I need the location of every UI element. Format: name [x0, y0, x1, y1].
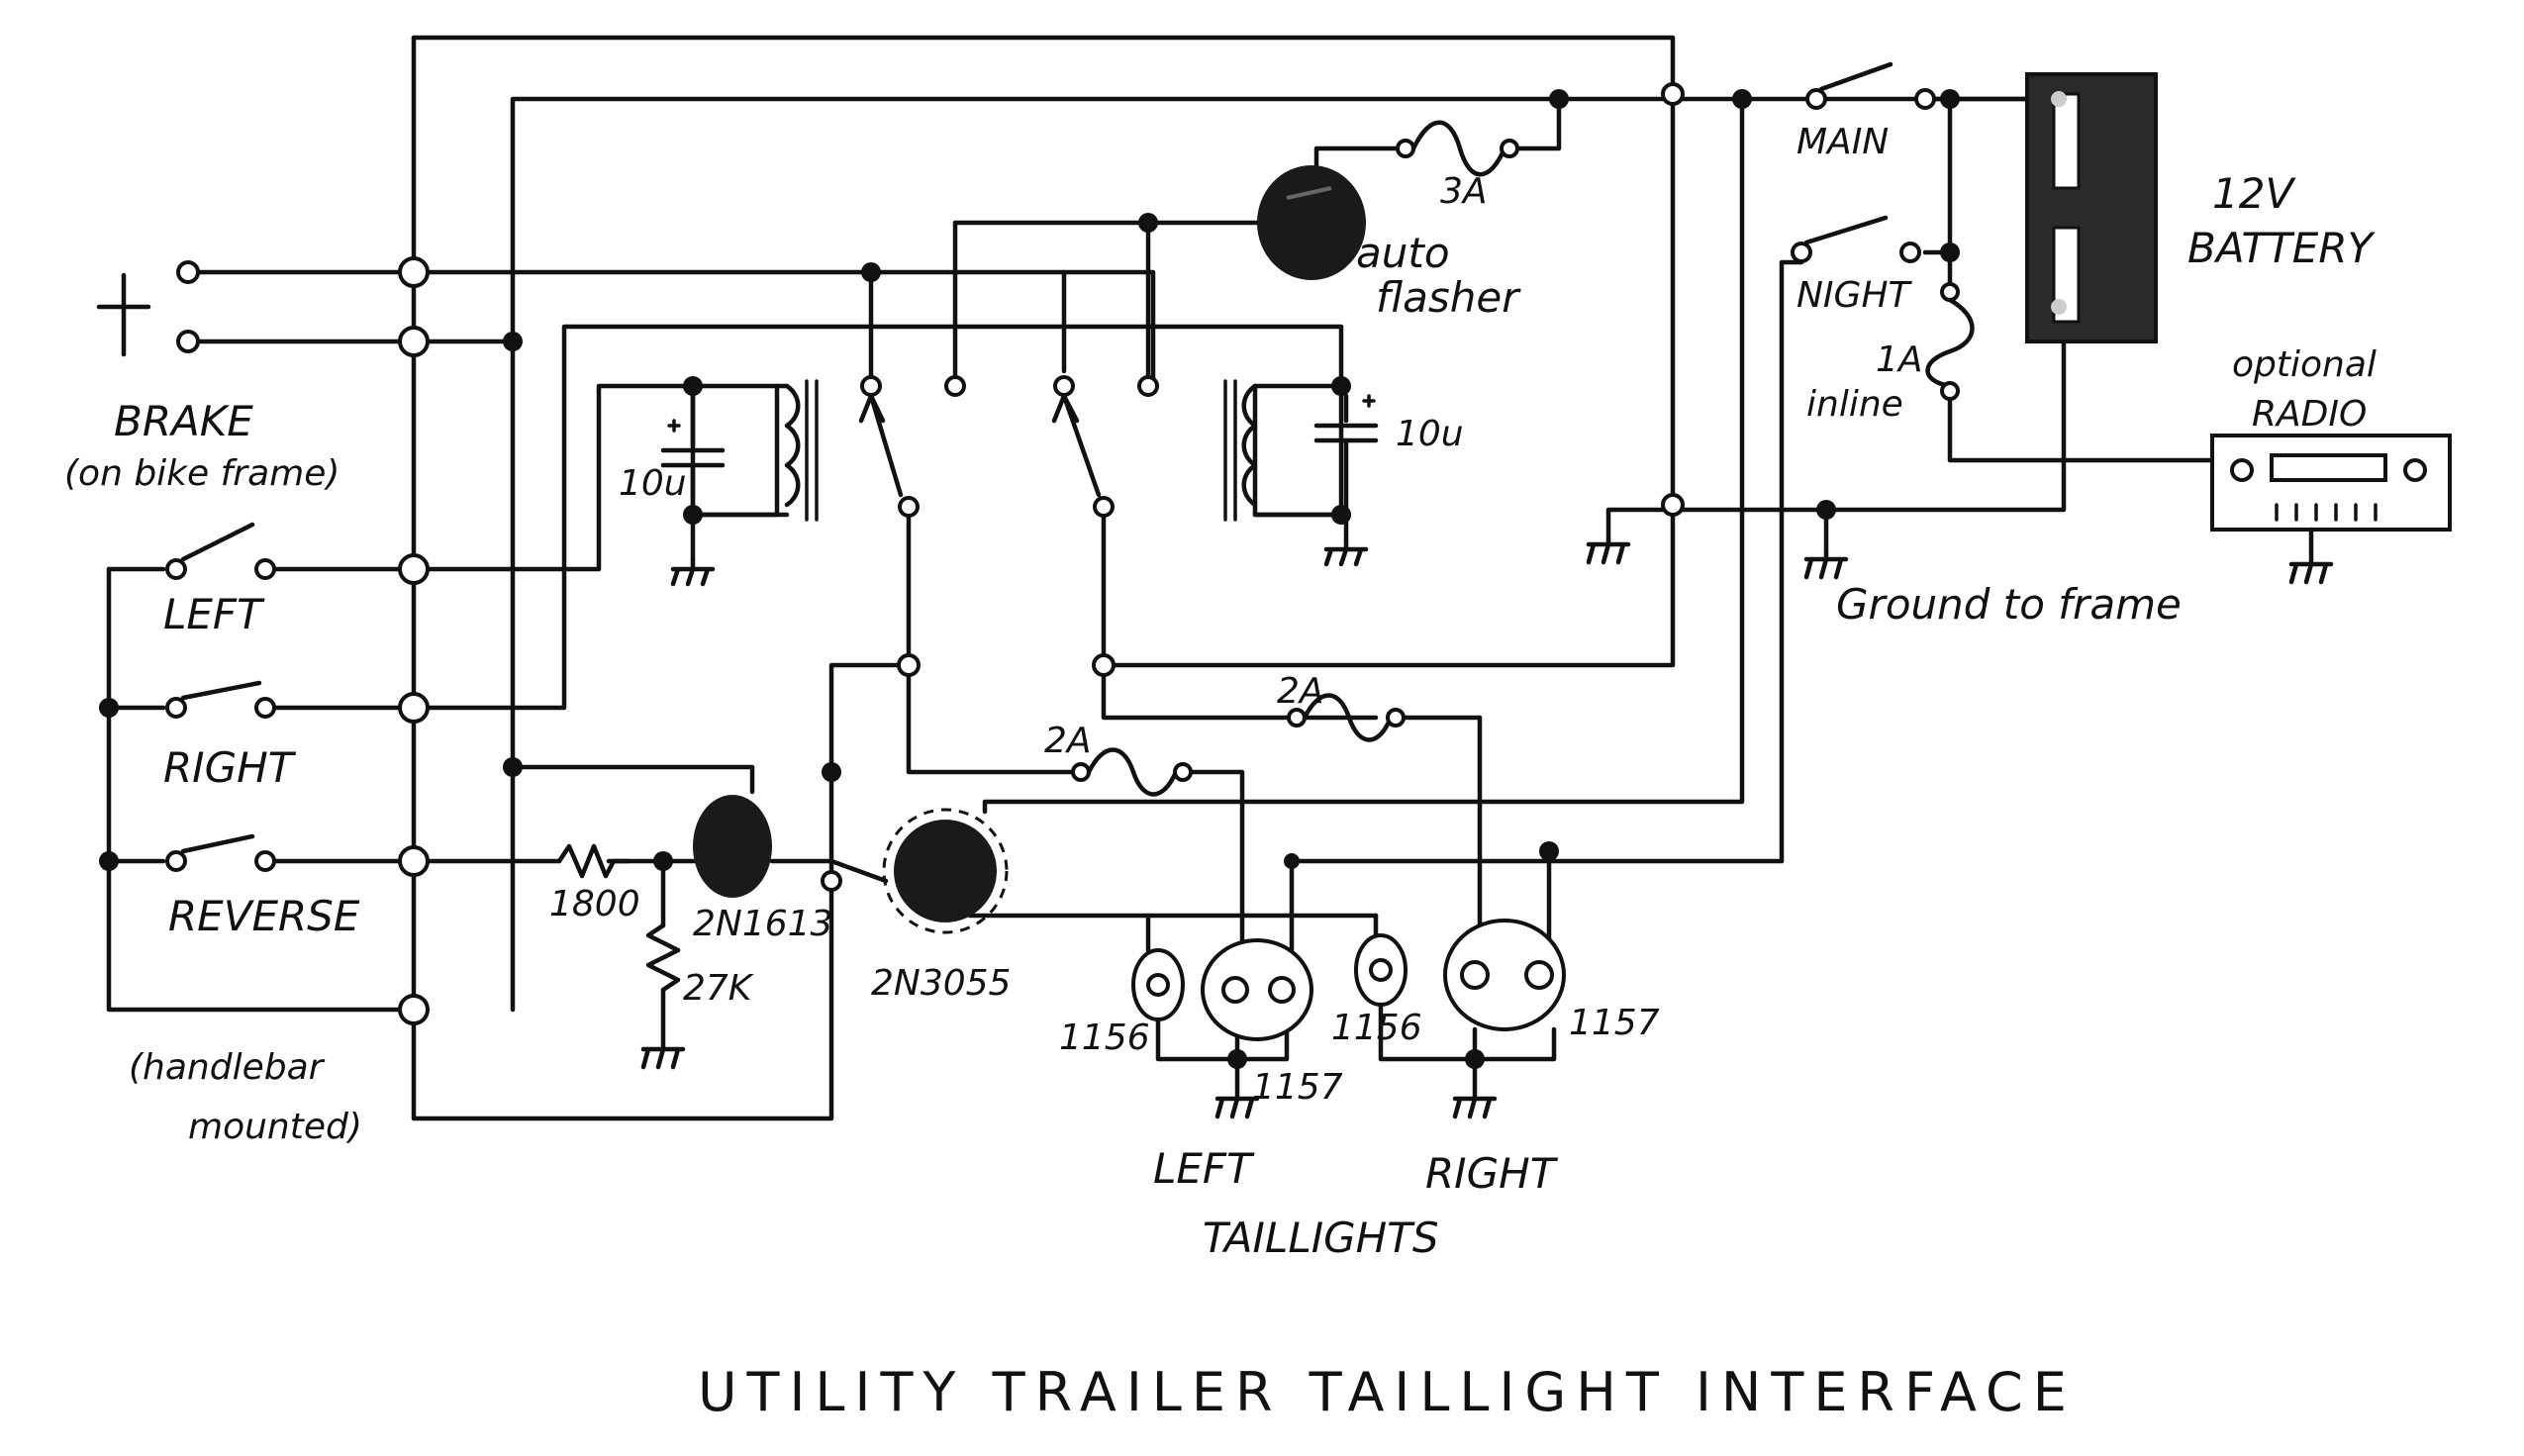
reverse-switch — [165, 833, 276, 872]
fuse-2a-left — [1071, 747, 1193, 797]
label-taillights: TAILLIGHTS — [1203, 1213, 1439, 1262]
label-cap-left: 10u — [619, 463, 687, 504]
label-brake: BRAKE — [114, 397, 253, 445]
label-2n1613: 2N1613 — [693, 904, 832, 944]
label-battery-voltage: 12V — [2212, 169, 2296, 218]
label-inline: inline — [1806, 384, 1903, 425]
ground-left-bulbs — [1214, 1096, 1260, 1119]
label-radio: RADIO — [2252, 394, 2367, 435]
bulb-1156-right — [1354, 933, 1408, 1032]
label-brake-note: (on bike frame) — [64, 453, 340, 494]
label-optional: optional — [2232, 344, 2377, 385]
label-left-taillights: LEFT — [1153, 1144, 1255, 1193]
left-relay-tank — [660, 379, 819, 562]
label-2n3055: 2N3055 — [871, 963, 1011, 1004]
ground-left-cap — [670, 556, 716, 587]
left-switch — [165, 522, 276, 580]
label-bulb-1157-left: 1157 — [1252, 1067, 1343, 1108]
night-switch — [1791, 215, 1921, 263]
transistor-2n3055 — [882, 808, 1009, 934]
auto-flasher — [1257, 165, 1366, 280]
label-handlebar-note-1: (handlebar — [129, 1047, 326, 1088]
bulb-1157-right — [1443, 919, 1566, 1031]
ground-frame-2 — [1803, 551, 1849, 580]
ground-symbols — [640, 536, 2334, 1119]
resistor-27k — [645, 922, 681, 993]
label-left-switch: LEFT — [163, 590, 265, 638]
transistor-2n1613 — [693, 795, 772, 898]
ground-radio — [2288, 561, 2334, 585]
main-switch — [1805, 61, 1936, 110]
label-right-taillights: RIGHT — [1425, 1149, 1559, 1198]
bulb-1156-left — [1131, 948, 1185, 1032]
label-resistor-1800: 1800 — [549, 884, 640, 924]
labels: BRAKE (on bike frame) LEFT RIGHT REVERSE… — [64, 122, 2377, 1423]
fuse-1a-inline — [1925, 282, 1975, 401]
label-bulb-1156-right: 1156 — [1331, 1008, 1422, 1048]
bulb-1157-left — [1201, 938, 1313, 1041]
terminals — [398, 82, 1685, 1025]
label-auto: auto — [1356, 229, 1450, 277]
label-fuse-2a-left: 2A — [1044, 721, 1092, 761]
right-relay-contacts — [1051, 375, 1159, 518]
radio — [2210, 434, 2452, 567]
left-relay-contacts — [858, 375, 966, 518]
ground-27k — [640, 1046, 686, 1070]
label-cap-right: 10u — [1396, 414, 1464, 454]
label-reverse-switch: REVERSE — [168, 892, 360, 940]
ground-right-cap — [1323, 536, 1369, 567]
resistor-1800 — [556, 843, 631, 879]
ground-right-bulbs — [1452, 1096, 1498, 1119]
label-handlebar-note-2: mounted) — [188, 1107, 362, 1147]
label-right-switch: RIGHT — [163, 743, 297, 792]
label-ground-to-frame: Ground to frame — [1836, 580, 2182, 629]
label-battery: BATTERY — [2187, 224, 2377, 272]
junction-dots — [99, 89, 1960, 1069]
label-flasher: flasher — [1376, 273, 1521, 322]
right-relay-tank — [1223, 379, 1379, 542]
label-fuse-1a: 1A — [1876, 340, 1923, 380]
fuse-3a — [1396, 120, 1519, 177]
label-fuse-3a: 3A — [1440, 171, 1488, 212]
label-bulb-1157-right: 1157 — [1569, 1003, 1660, 1043]
label-fuse-2a-right: 2A — [1277, 671, 1324, 712]
label-resistor-27k: 27K — [683, 968, 754, 1009]
fuse-2a-right — [1287, 693, 1406, 742]
label-bulb-1156-left: 1156 — [1059, 1018, 1150, 1058]
battery — [2025, 72, 2158, 343]
diagram-title: UTILITY TRAILER TAILLIGHT INTERFACE — [698, 1361, 2077, 1423]
right-switch — [165, 680, 276, 719]
label-night: NIGHT — [1796, 275, 1913, 316]
ground-frame-1 — [1586, 536, 1631, 565]
brake-switch — [96, 260, 200, 357]
label-main: MAIN — [1796, 122, 1889, 162]
